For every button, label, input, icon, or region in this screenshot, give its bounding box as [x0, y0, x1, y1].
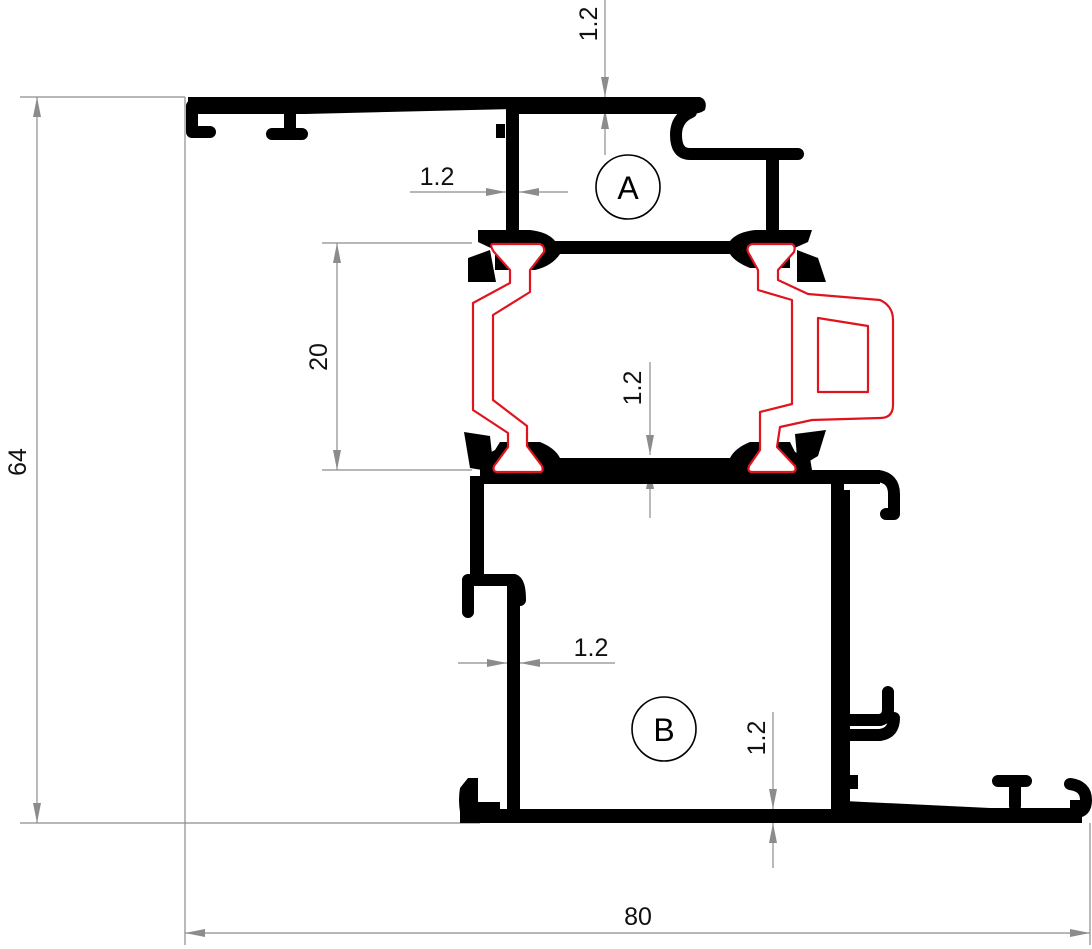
chamber-b-callout: B [631, 696, 697, 762]
dim-overall-width: 80 [624, 903, 652, 931]
lower-rail [480, 442, 812, 484]
top-flange [188, 97, 706, 114]
thermal-break-left [471, 242, 546, 474]
chamber-b-top-wall [480, 470, 880, 484]
upper-rail [478, 230, 812, 270]
chamber-b-right-wall [831, 484, 844, 814]
dim-wall-left-lower: 1.2 [574, 634, 609, 662]
chamber-a-label: A [617, 170, 639, 206]
dim-wall-bottom: 1.2 [743, 721, 771, 756]
chamber-b-label: B [653, 712, 674, 748]
dim-overall-height: 64 [4, 448, 32, 476]
chamber-a-right-wall [766, 150, 779, 242]
chamber-b-outer-left-wall [470, 476, 484, 586]
chamber-b-left-wall [507, 585, 520, 810]
dimension-lines [20, 0, 1091, 945]
chamber-a-callout: A [595, 154, 661, 220]
dim-wall-top: 1.2 [575, 7, 603, 42]
thermal-break [471, 242, 895, 474]
dimension-labels: 64 80 20 1.2 1.2 1.2 1.2 1.2 [4, 7, 771, 931]
dim-wall-middle: 1.2 [619, 371, 647, 406]
dim-thermal-break-height: 20 [305, 343, 333, 371]
dim-wall-left-upper: 1.2 [420, 163, 455, 191]
aluminium-profile [186, 97, 1092, 823]
chamber-a-left-wall [506, 109, 519, 242]
